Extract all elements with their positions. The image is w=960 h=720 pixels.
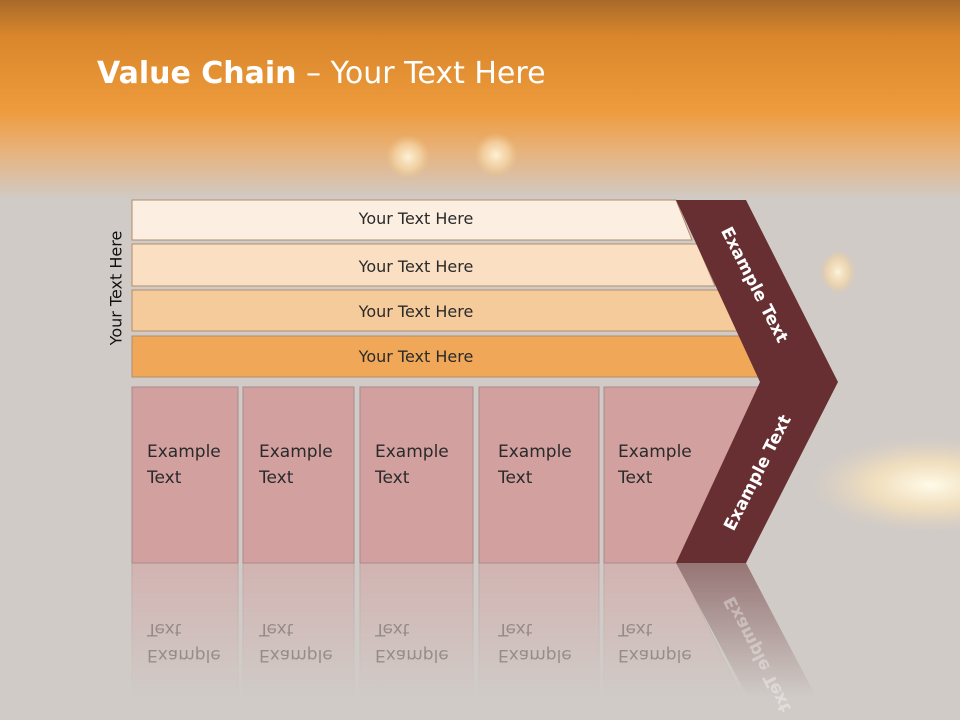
- primary-activity-box-2: [242, 386, 355, 564]
- primary-box-4-label: Example Text: [498, 442, 572, 488]
- title-bold: Value Chain: [97, 56, 297, 91]
- title-rest: – Your Text Here: [296, 56, 546, 91]
- support-activity-bar-4: [131, 335, 763, 378]
- slide-title: Value Chain – Your Text Here: [97, 52, 546, 96]
- primary-box-2-label: Example Text: [259, 442, 333, 488]
- support-activity-bar-3: [131, 289, 740, 332]
- primary-box-1-label: Example Text: [147, 442, 221, 488]
- support-activity-bar-2: [131, 243, 716, 287]
- primary-box-3-label: Example Text: [375, 442, 449, 488]
- support-activity-bar-1: [131, 199, 693, 241]
- primary-activity-box-3: [359, 386, 474, 564]
- primary-box-5-label: Example Text: [618, 442, 692, 488]
- primary-activity-box-4: [478, 386, 600, 564]
- margin-chevron: [676, 200, 838, 563]
